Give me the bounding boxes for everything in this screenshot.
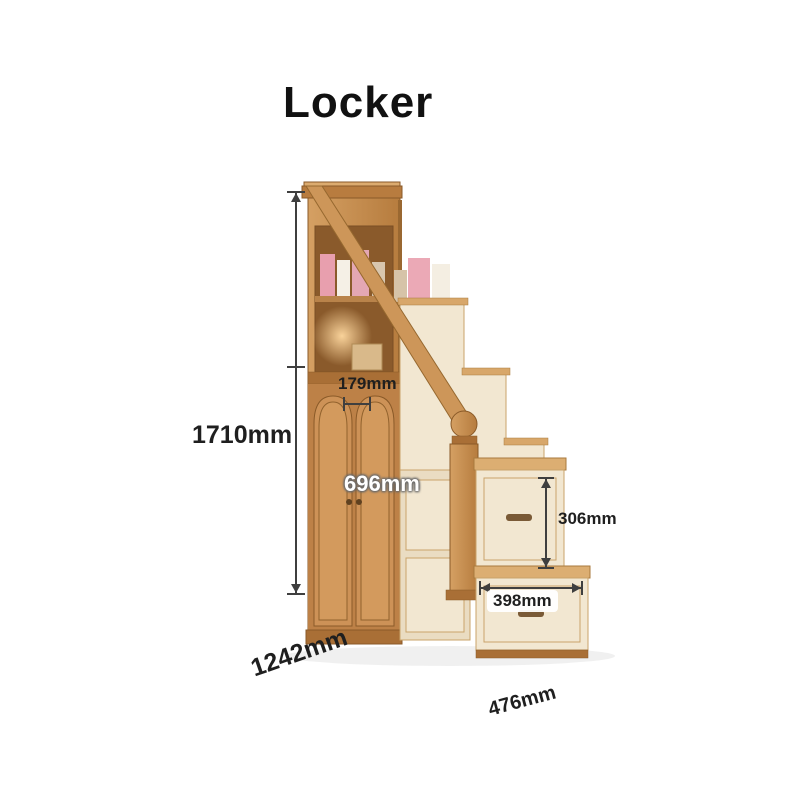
dimension-tread-width: 179mm [338, 374, 397, 393]
dimension-step-depth: 398mm [487, 590, 558, 612]
dimension-step-height: 306mm [558, 509, 617, 528]
page-title: Locker [283, 78, 434, 127]
ball-finial [450, 410, 478, 438]
shelf-item-pink-book [320, 254, 335, 296]
arched-doors [308, 384, 400, 630]
stair-top-items [394, 258, 450, 302]
dimension-line-total-height [287, 191, 305, 595]
dimension-cabinet-height: 696mm [344, 471, 420, 496]
shelf-item-white-book [337, 260, 350, 296]
dimension-line-tread-width [343, 397, 371, 411]
door-knob-left [346, 499, 352, 505]
door-knob-right [356, 499, 362, 505]
step-drawers [473, 457, 591, 659]
dimension-line-step-height [538, 477, 554, 569]
shelf-item-basket [351, 343, 383, 371]
drawer-handle-upper [506, 514, 532, 521]
dimension-total-height: 1710mm [192, 421, 293, 449]
newel-post [445, 410, 483, 601]
